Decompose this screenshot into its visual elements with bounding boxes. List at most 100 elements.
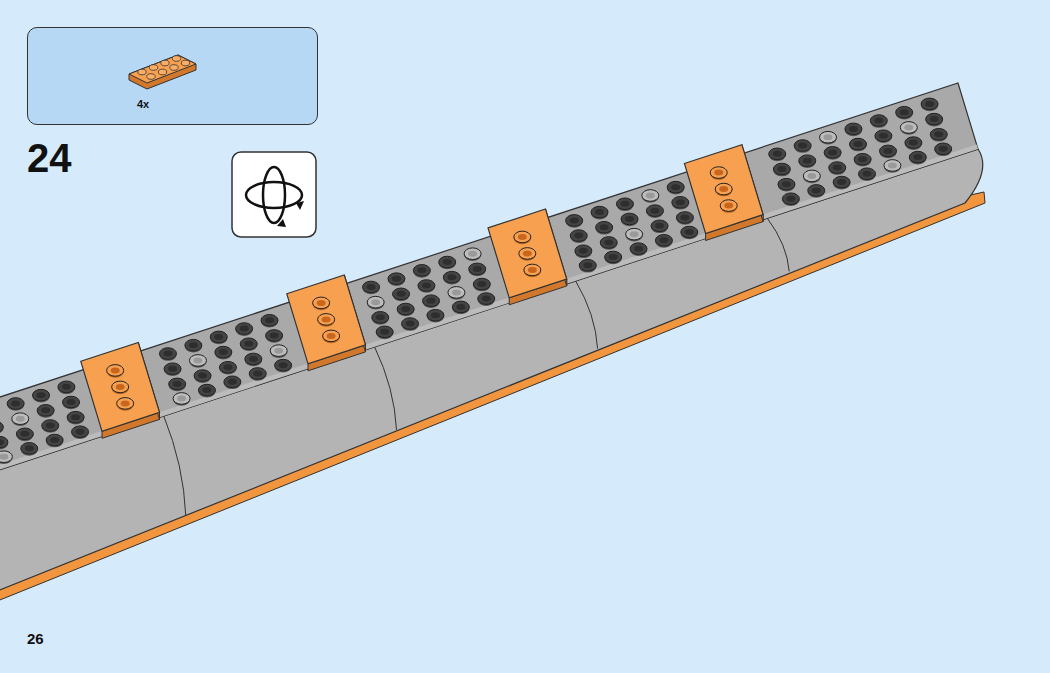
stud [58,381,75,393]
stud [913,154,922,160]
part-stud [172,56,180,62]
stud [824,134,833,140]
stud [870,115,887,127]
stud [41,407,50,413]
stud [363,281,380,293]
stud [905,137,922,149]
stud [168,366,177,372]
stud [62,384,71,390]
stud [63,396,80,408]
stud [323,330,340,342]
beam-side [0,149,983,602]
stud [575,245,592,257]
stud [930,116,939,122]
stud [0,436,8,448]
stud [0,421,3,433]
stud [159,348,176,360]
beam-rim [0,144,978,478]
stud [574,233,583,239]
stud [452,301,469,313]
part-stud [158,69,166,75]
stud [646,205,663,217]
stud [452,289,461,295]
stud [423,295,440,307]
stud [317,300,326,306]
stud [939,146,948,152]
stud [210,331,227,343]
stud [322,316,331,322]
stud [406,321,415,327]
stud [676,199,685,205]
segment-line [767,218,789,271]
orange-plate [684,145,763,234]
stud [42,420,59,432]
stud [443,271,460,283]
stud [21,443,38,455]
stud [380,329,389,335]
stud [219,349,228,355]
stud [393,288,410,300]
stud [524,264,541,276]
stud [519,248,536,260]
stud [879,133,888,139]
stud [443,259,452,265]
stud [194,370,211,382]
stud [921,98,938,110]
stud [468,251,477,257]
stud [0,454,8,460]
stud [0,439,4,445]
stud [659,237,668,243]
stud [72,426,89,438]
stud [448,287,465,299]
stud [367,296,384,308]
stud [620,201,629,207]
stud [33,389,50,401]
stud [514,231,531,243]
stud [67,411,84,423]
stud [609,254,618,260]
stud [46,434,63,446]
stud [621,213,638,225]
stud [829,162,846,174]
stud [884,160,901,172]
part-stud [147,74,155,80]
stud [185,339,202,351]
part-count: 4x [137,98,149,110]
stud [863,171,872,177]
stud [812,187,821,193]
stud [850,138,867,150]
parts-callout: 4x [27,27,318,125]
stud [11,400,20,406]
stud [473,278,490,290]
stud [630,243,647,255]
stud [900,109,909,115]
stud [909,140,918,146]
stud [397,291,406,297]
stud [773,151,782,157]
stud [655,223,664,229]
stud [650,208,659,214]
part-stud [138,69,146,75]
stud [422,283,431,289]
stud [833,165,842,171]
stud [518,234,527,240]
stud [773,163,790,175]
stud [859,168,876,180]
stud [904,124,913,130]
stud [719,186,728,192]
orange-plate [81,343,160,432]
stud [401,306,410,312]
stud [198,373,207,379]
stud [163,351,172,357]
stud [874,118,883,124]
stud [76,429,85,435]
stud [482,296,491,302]
stud [820,131,837,143]
stud [189,355,206,367]
stud [528,267,537,273]
stud [714,170,723,176]
stud [249,356,258,362]
stud [253,370,262,376]
stud [794,140,811,152]
stud [240,326,249,332]
